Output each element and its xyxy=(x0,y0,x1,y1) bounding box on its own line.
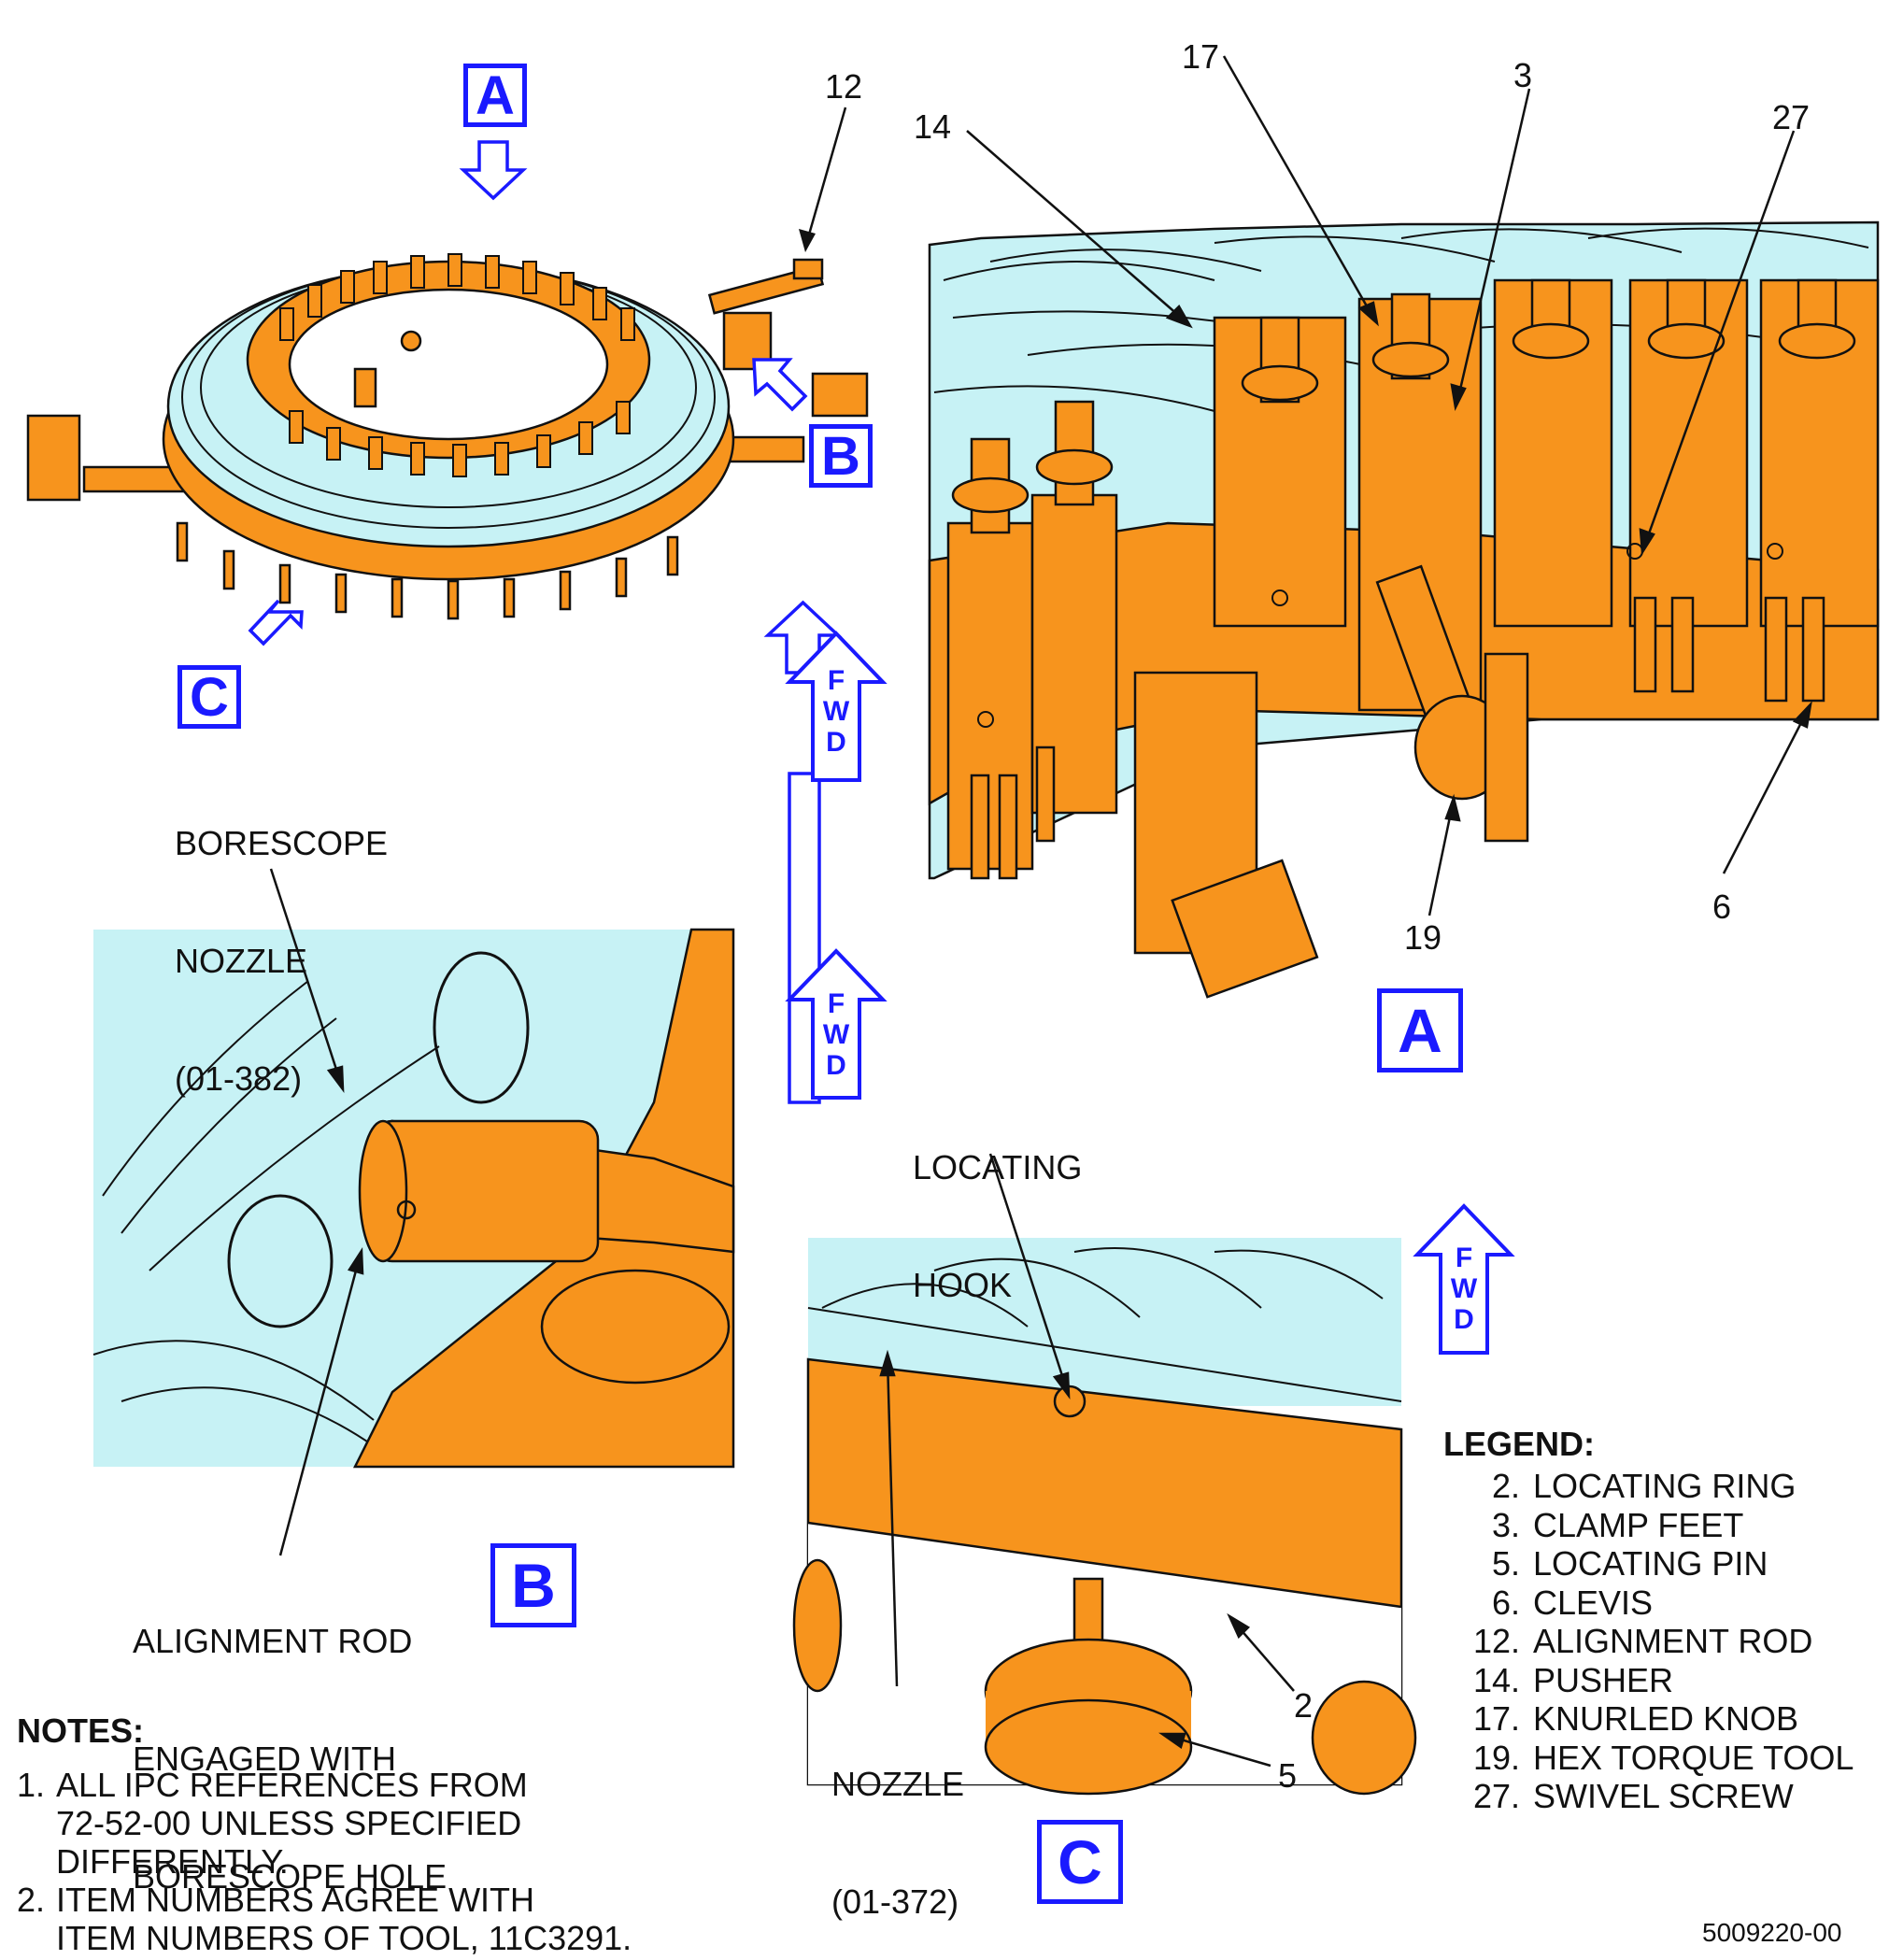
legend-item-text: LOCATING RING xyxy=(1533,1467,1797,1505)
callout-17: 17 xyxy=(1182,37,1220,76)
fwd-letter: W xyxy=(1450,1273,1478,1304)
notes-title: NOTES: xyxy=(17,1711,145,1750)
note-number: 2. xyxy=(17,1881,46,1919)
label-nozzle: NOZZLE (01-372) xyxy=(831,1765,965,1921)
view-b-leaders xyxy=(269,868,364,1556)
legend-item-number: 5. xyxy=(1491,1544,1520,1583)
note-line: DIFFERENTLY. xyxy=(56,1842,289,1881)
callout-6: 6 xyxy=(1712,888,1732,926)
legend-item-text: SWIVEL SCREW xyxy=(1533,1777,1794,1815)
legend-item-text: ALIGNMENT ROD xyxy=(1533,1622,1813,1660)
fwd-letter: W xyxy=(822,696,850,727)
overview-view-arrows xyxy=(248,140,808,646)
callout-14: 14 xyxy=(914,107,952,146)
legend-item: 5. LOCATING PIN xyxy=(1453,1544,1853,1584)
label-alignment-rod: ALIGNMENT ROD ENGAGED WITH BORESCOPE HOL… xyxy=(133,1622,447,1896)
legend-item-text: PUSHER xyxy=(1533,1660,1674,1699)
legend-item-number: 14. xyxy=(1472,1660,1520,1699)
callout-3: 3 xyxy=(1513,56,1533,94)
legend-item: 6. CLEVIS xyxy=(1453,1584,1853,1623)
callout-12: 12 xyxy=(825,67,863,106)
fwd-letter: W xyxy=(822,1019,850,1050)
detail-b-title: B xyxy=(490,1543,576,1627)
detail-a-title: A xyxy=(1377,988,1463,1072)
overview-assembly xyxy=(26,253,869,620)
legend-list: 2. LOCATING RING 3. CLAMP FEET 5. LOCATING PI… xyxy=(1453,1467,1854,1816)
legend-item: 14. PUSHER xyxy=(1453,1661,1853,1700)
fwd-letter: F xyxy=(827,988,845,1019)
legend-item-number: 19. xyxy=(1472,1738,1520,1777)
legend-item-text: KNURLED KNOB xyxy=(1533,1699,1799,1738)
callout-5: 5 xyxy=(1278,1756,1298,1795)
legend-item: 27. SWIVEL SCREW xyxy=(1453,1777,1853,1816)
legend-title: LEGEND: xyxy=(1443,1425,1595,1463)
callout-2: 2 xyxy=(1294,1686,1314,1725)
callout-27: 27 xyxy=(1772,98,1811,136)
view-a-detail xyxy=(928,220,1880,999)
fwd-arrow-2 xyxy=(785,948,888,1100)
view-a-marker: A xyxy=(463,64,527,127)
note-text: ALL IPC REFERENCES FROM xyxy=(56,1766,528,1804)
fwd-arrow-3 xyxy=(1413,1203,1515,1355)
note-line: 2. ITEM NUMBERS AGREE WITH xyxy=(17,1881,632,1919)
legend-item: 17. KNURLED KNOB xyxy=(1453,1699,1853,1739)
note-number: 1. xyxy=(17,1766,46,1804)
fwd-letter: F xyxy=(1455,1243,1473,1273)
fwd-arrow-1 xyxy=(785,631,888,782)
view-b-detail xyxy=(92,928,735,1469)
legend-item: 2. LOCATING RING xyxy=(1453,1467,1853,1506)
label-borescope-nozzle: BORESCOPE NOZZLE (01-382) xyxy=(175,824,389,1098)
legend-item: 19. HEX TORQUE TOOL xyxy=(1453,1738,1854,1778)
figure-id: 5009220-00 xyxy=(1702,1918,1842,1947)
label-locating-hook: LOCATING HOOK xyxy=(913,1148,1083,1304)
legend-item: 3. CLAMP FEET xyxy=(1453,1506,1853,1545)
fwd-letter: D xyxy=(826,727,846,758)
legend-item-number: 3. xyxy=(1491,1505,1520,1544)
legend-item-text: CLEVIS xyxy=(1533,1583,1654,1622)
legend-item-text: LOCATING PIN xyxy=(1533,1544,1768,1583)
fwd-letter: D xyxy=(826,1050,846,1081)
legend-item-number: 27. xyxy=(1472,1777,1520,1815)
legend-item-number: 12. xyxy=(1472,1622,1520,1660)
legend-item-text: CLAMP FEET xyxy=(1533,1505,1744,1544)
note-line: 1. ALL IPC REFERENCES FROM xyxy=(17,1766,632,1804)
legend-item-number: 17. xyxy=(1472,1699,1520,1738)
fwd-letter: F xyxy=(827,665,845,696)
legend-item-number: 6. xyxy=(1491,1583,1520,1622)
view-b-marker: B xyxy=(809,424,873,488)
view-a-leaders xyxy=(966,55,1812,916)
note-line: ITEM NUMBERS OF TOOL, 11C3291. xyxy=(56,1919,632,1957)
note-line: 72-52-00 UNLESS SPECIFIED xyxy=(56,1804,522,1842)
legend-item: 12. ALIGNMENT ROD xyxy=(1453,1622,1853,1661)
legend-item-number: 2. xyxy=(1491,1467,1520,1505)
legend-item-text: HEX TORQUE TOOL xyxy=(1533,1738,1854,1777)
callout-19: 19 xyxy=(1404,918,1442,957)
view-c-leaders xyxy=(879,1153,1295,1768)
note-text: ITEM NUMBERS AGREE WITH xyxy=(56,1881,535,1919)
detail-c-title: C xyxy=(1037,1820,1123,1904)
fwd-letter: D xyxy=(1454,1304,1474,1335)
view-c-detail xyxy=(792,1238,1417,1796)
view-c-marker: C xyxy=(178,665,241,729)
